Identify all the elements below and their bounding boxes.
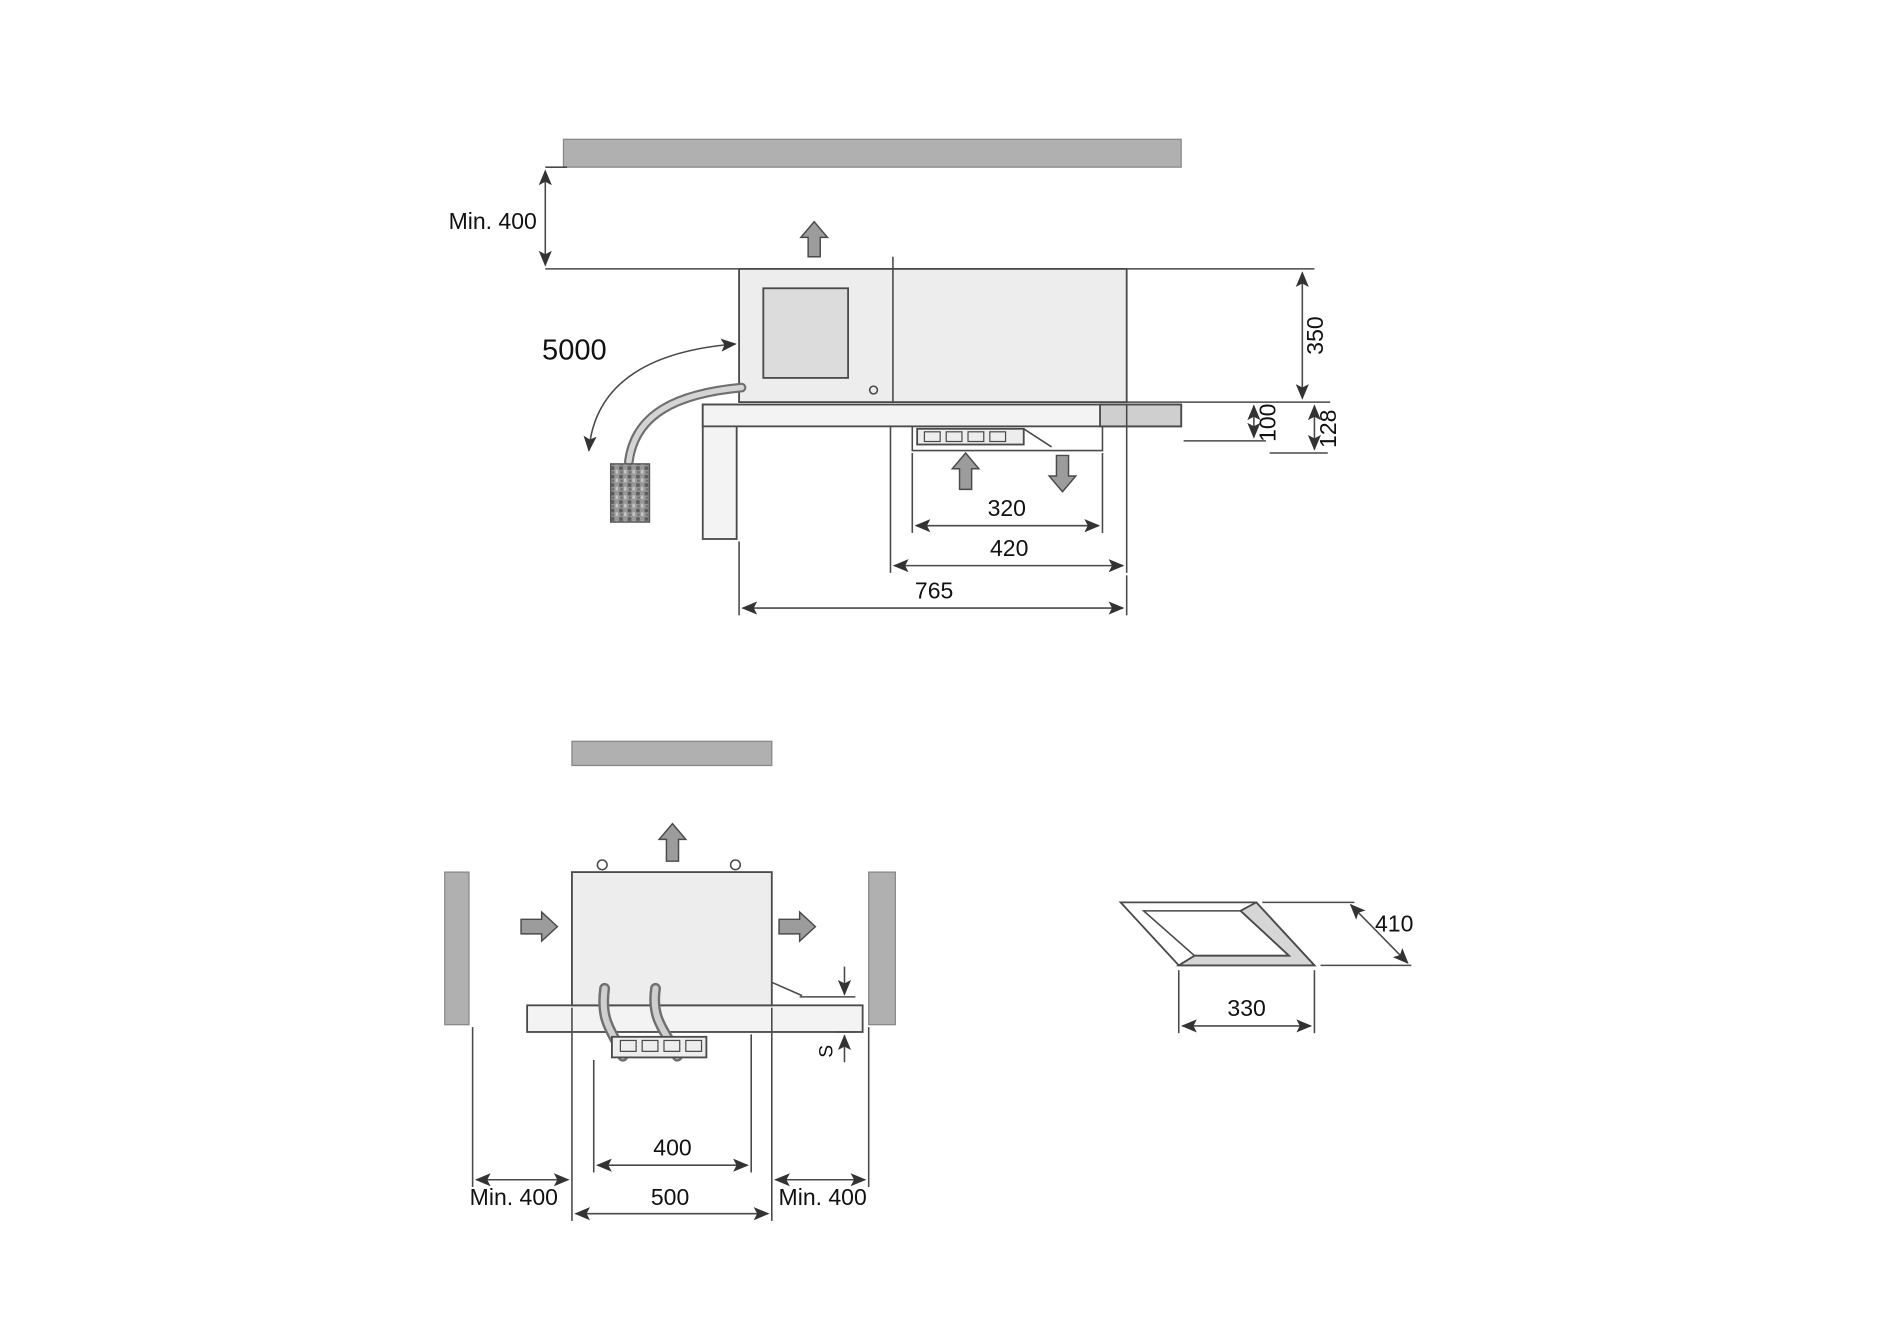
front-view-diagram: S 400 Min. 400 Min. 400 500 [444, 740, 896, 1221]
vent-slot [685, 1039, 703, 1052]
airflow-right-arrow-icon [778, 910, 817, 943]
vent-slot [945, 431, 963, 443]
airflow-up-arrow-icon [657, 822, 688, 862]
plinth-recess [911, 426, 1104, 452]
vent-slot [923, 431, 941, 443]
counter-band-dark [1099, 403, 1183, 428]
airflow-right-arrow-icon [520, 910, 559, 943]
counter-front [526, 1004, 864, 1033]
dim-400-label: 400 [653, 1135, 691, 1161]
ceiling-bar [562, 138, 1182, 168]
dim-320-label: 320 [988, 495, 1026, 521]
vent-slot [967, 431, 985, 443]
airflow-up-arrow-icon [799, 220, 830, 258]
vent-slot [641, 1039, 659, 1052]
dim-min400-left-label: Min. 400 [470, 1184, 558, 1210]
dim-350-label: 350 [1302, 316, 1328, 354]
power-plug [609, 463, 651, 523]
exhaust-down-arrow-icon [1047, 454, 1078, 493]
dim-line-410 [1349, 903, 1409, 964]
dim-s-label: S [815, 1045, 837, 1058]
side-view-diagram: Min. 400 5000 350 10 [449, 138, 1341, 616]
cutout-inner [1141, 910, 1292, 957]
power-cable-inner [626, 384, 745, 465]
lifting-hook-icon [596, 859, 608, 871]
cable-length-arrow [583, 338, 737, 452]
vent-slot [663, 1039, 681, 1052]
dim-500-label: 500 [651, 1184, 689, 1210]
dim-765-label: 765 [915, 577, 953, 603]
dim-330-label: 330 [1227, 995, 1265, 1021]
ceiling-bar-front [571, 740, 773, 767]
vent-flap [1023, 428, 1053, 448]
dim-5000-label: 5000 [542, 335, 607, 367]
lifting-hook-icon [729, 859, 742, 871]
dim-min400-right-label: Min. 400 [779, 1184, 867, 1210]
vent-slot [989, 431, 1007, 443]
wall-left [444, 871, 470, 1026]
vent-slot [619, 1039, 637, 1052]
side-flap [771, 981, 803, 997]
dim-420-label: 420 [990, 535, 1028, 561]
wall-right [868, 871, 896, 1026]
cutout-view-diagram: 410 330 [1118, 901, 1413, 1034]
dim-410-label: 410 [1375, 910, 1413, 936]
vent-grille [916, 427, 1025, 446]
knob [868, 385, 879, 395]
dim-128-label: 128 [1315, 410, 1341, 448]
control-window [762, 287, 850, 379]
dim-100-label: 100 [1255, 404, 1281, 442]
intake-up-arrow-icon [950, 451, 981, 491]
appliance-body-front [571, 871, 773, 1007]
dim-min400-top-label: Min. 400 [449, 208, 537, 234]
